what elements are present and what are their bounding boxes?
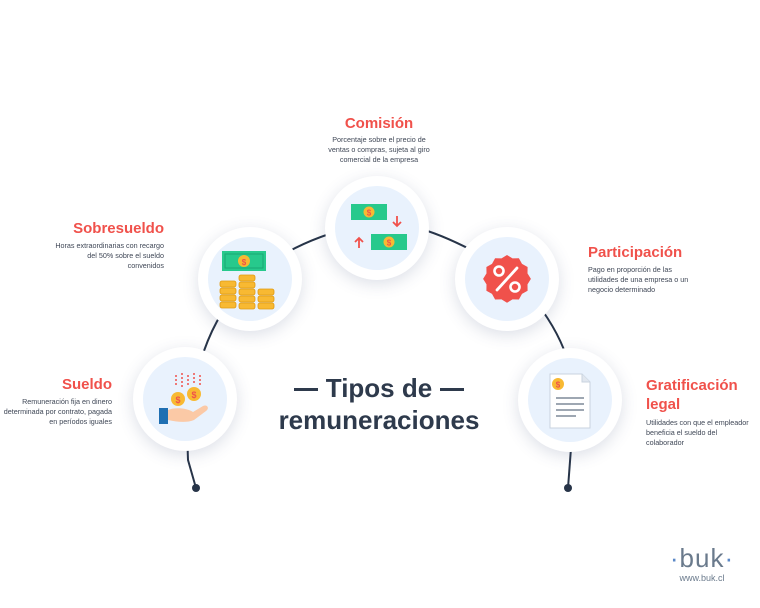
svg-text:$: $ (387, 239, 392, 248)
sueldo-description: Remuneración fija en dinero determinada … (0, 397, 112, 427)
gratificacion-title-line: Gratificación (646, 377, 738, 394)
comision-desc-line: ventas o compras, sujeta al giro (328, 145, 430, 154)
gratificacion-desc-line: beneficia el sueldo del colaborador (646, 428, 718, 447)
buk-url: www.buk.cl (679, 573, 725, 583)
node-gratificacion: $ (518, 348, 622, 452)
comision-title: Comisión (344, 115, 414, 132)
sueldo-title: Sueldo (61, 376, 112, 393)
participacion-desc-line: Pago en proporción de las (588, 265, 672, 274)
svg-text:$: $ (242, 258, 247, 267)
node-comision-inner: $ $ (335, 186, 419, 270)
gratificacion-title-line: legal (646, 396, 681, 413)
node-participacion-inner (465, 237, 549, 321)
comision-description: Porcentaje sobre el precio de ventas o c… (314, 135, 444, 165)
node-sobresueldo: $ (198, 227, 302, 331)
participacion-title: Participación (588, 244, 683, 261)
money-and-coin-stacks-icon: $ (219, 251, 275, 310)
sobresueldo-desc-line: convenidos (127, 261, 164, 270)
percent-badge-icon (483, 255, 531, 303)
node-sueldo-inner: $ $ (143, 357, 227, 441)
page-title-line-1: Tipos de (250, 372, 508, 404)
logo-dot-right: · (724, 543, 735, 573)
page-title-line-2: remuneraciones (278, 405, 480, 435)
sobresueldo-desc-line: del 50% sobre el sueldo (87, 251, 164, 260)
hand-with-coins-icon: $ $ (159, 373, 208, 424)
logo-dot-left: · (669, 543, 680, 573)
sobresueldo-desc-line: Horas extraordinarias con recargo (55, 241, 164, 250)
arc-end-dot-right (564, 484, 572, 492)
svg-text:$: $ (367, 209, 372, 218)
buk-logo: ·buk· www.buk.cl (660, 544, 744, 584)
comision-desc-line: comercial de la empresa (339, 155, 419, 164)
sueldo-desc-line: determinada por contrato, pagada (3, 407, 112, 416)
participacion-desc-line: utilidades de una empresa o un (588, 275, 689, 284)
buk-logo-word: ·buk· (660, 544, 744, 572)
node-comision: $ $ (325, 176, 429, 280)
title-dash-left (293, 387, 318, 391)
gratificacion-title: Gratificación legal (646, 376, 756, 414)
sobresueldo-title: Sobresueldo (73, 220, 164, 237)
node-sobresueldo-inner: $ (208, 237, 292, 321)
page-title: Tipos de remuneraciones (250, 372, 508, 436)
node-sueldo: $ $ (133, 347, 237, 451)
logo-word-text: buk (679, 543, 725, 573)
svg-text:$: $ (175, 395, 180, 405)
node-gratificacion-inner: $ (528, 358, 612, 442)
money-exchange-icon: $ $ (351, 204, 407, 250)
svg-text:$: $ (556, 381, 561, 390)
document-with-coin-icon: $ (549, 373, 591, 429)
comision-desc-line: Porcentaje sobre el precio de (332, 135, 426, 144)
participacion-desc-line: negocio determinado (588, 285, 656, 294)
sueldo-desc-line: en períodos iguales (49, 417, 112, 426)
title-dash-right (440, 387, 465, 391)
participacion-description: Pago en proporción de las utilidades de … (588, 265, 718, 295)
gratificacion-description: Utilidades con que el empleador benefici… (646, 418, 756, 448)
sueldo-desc-line: Remuneración fija en dinero (22, 397, 112, 406)
gratificacion-desc-line: Utilidades con que el empleador (646, 418, 749, 427)
svg-text:$: $ (191, 390, 196, 400)
sobresueldo-description: Horas extraordinarias con recargo del 50… (40, 241, 164, 271)
page-title-text-1: Tipos de (325, 373, 433, 403)
node-participacion (455, 227, 559, 331)
arc-end-dot-left (192, 484, 200, 492)
